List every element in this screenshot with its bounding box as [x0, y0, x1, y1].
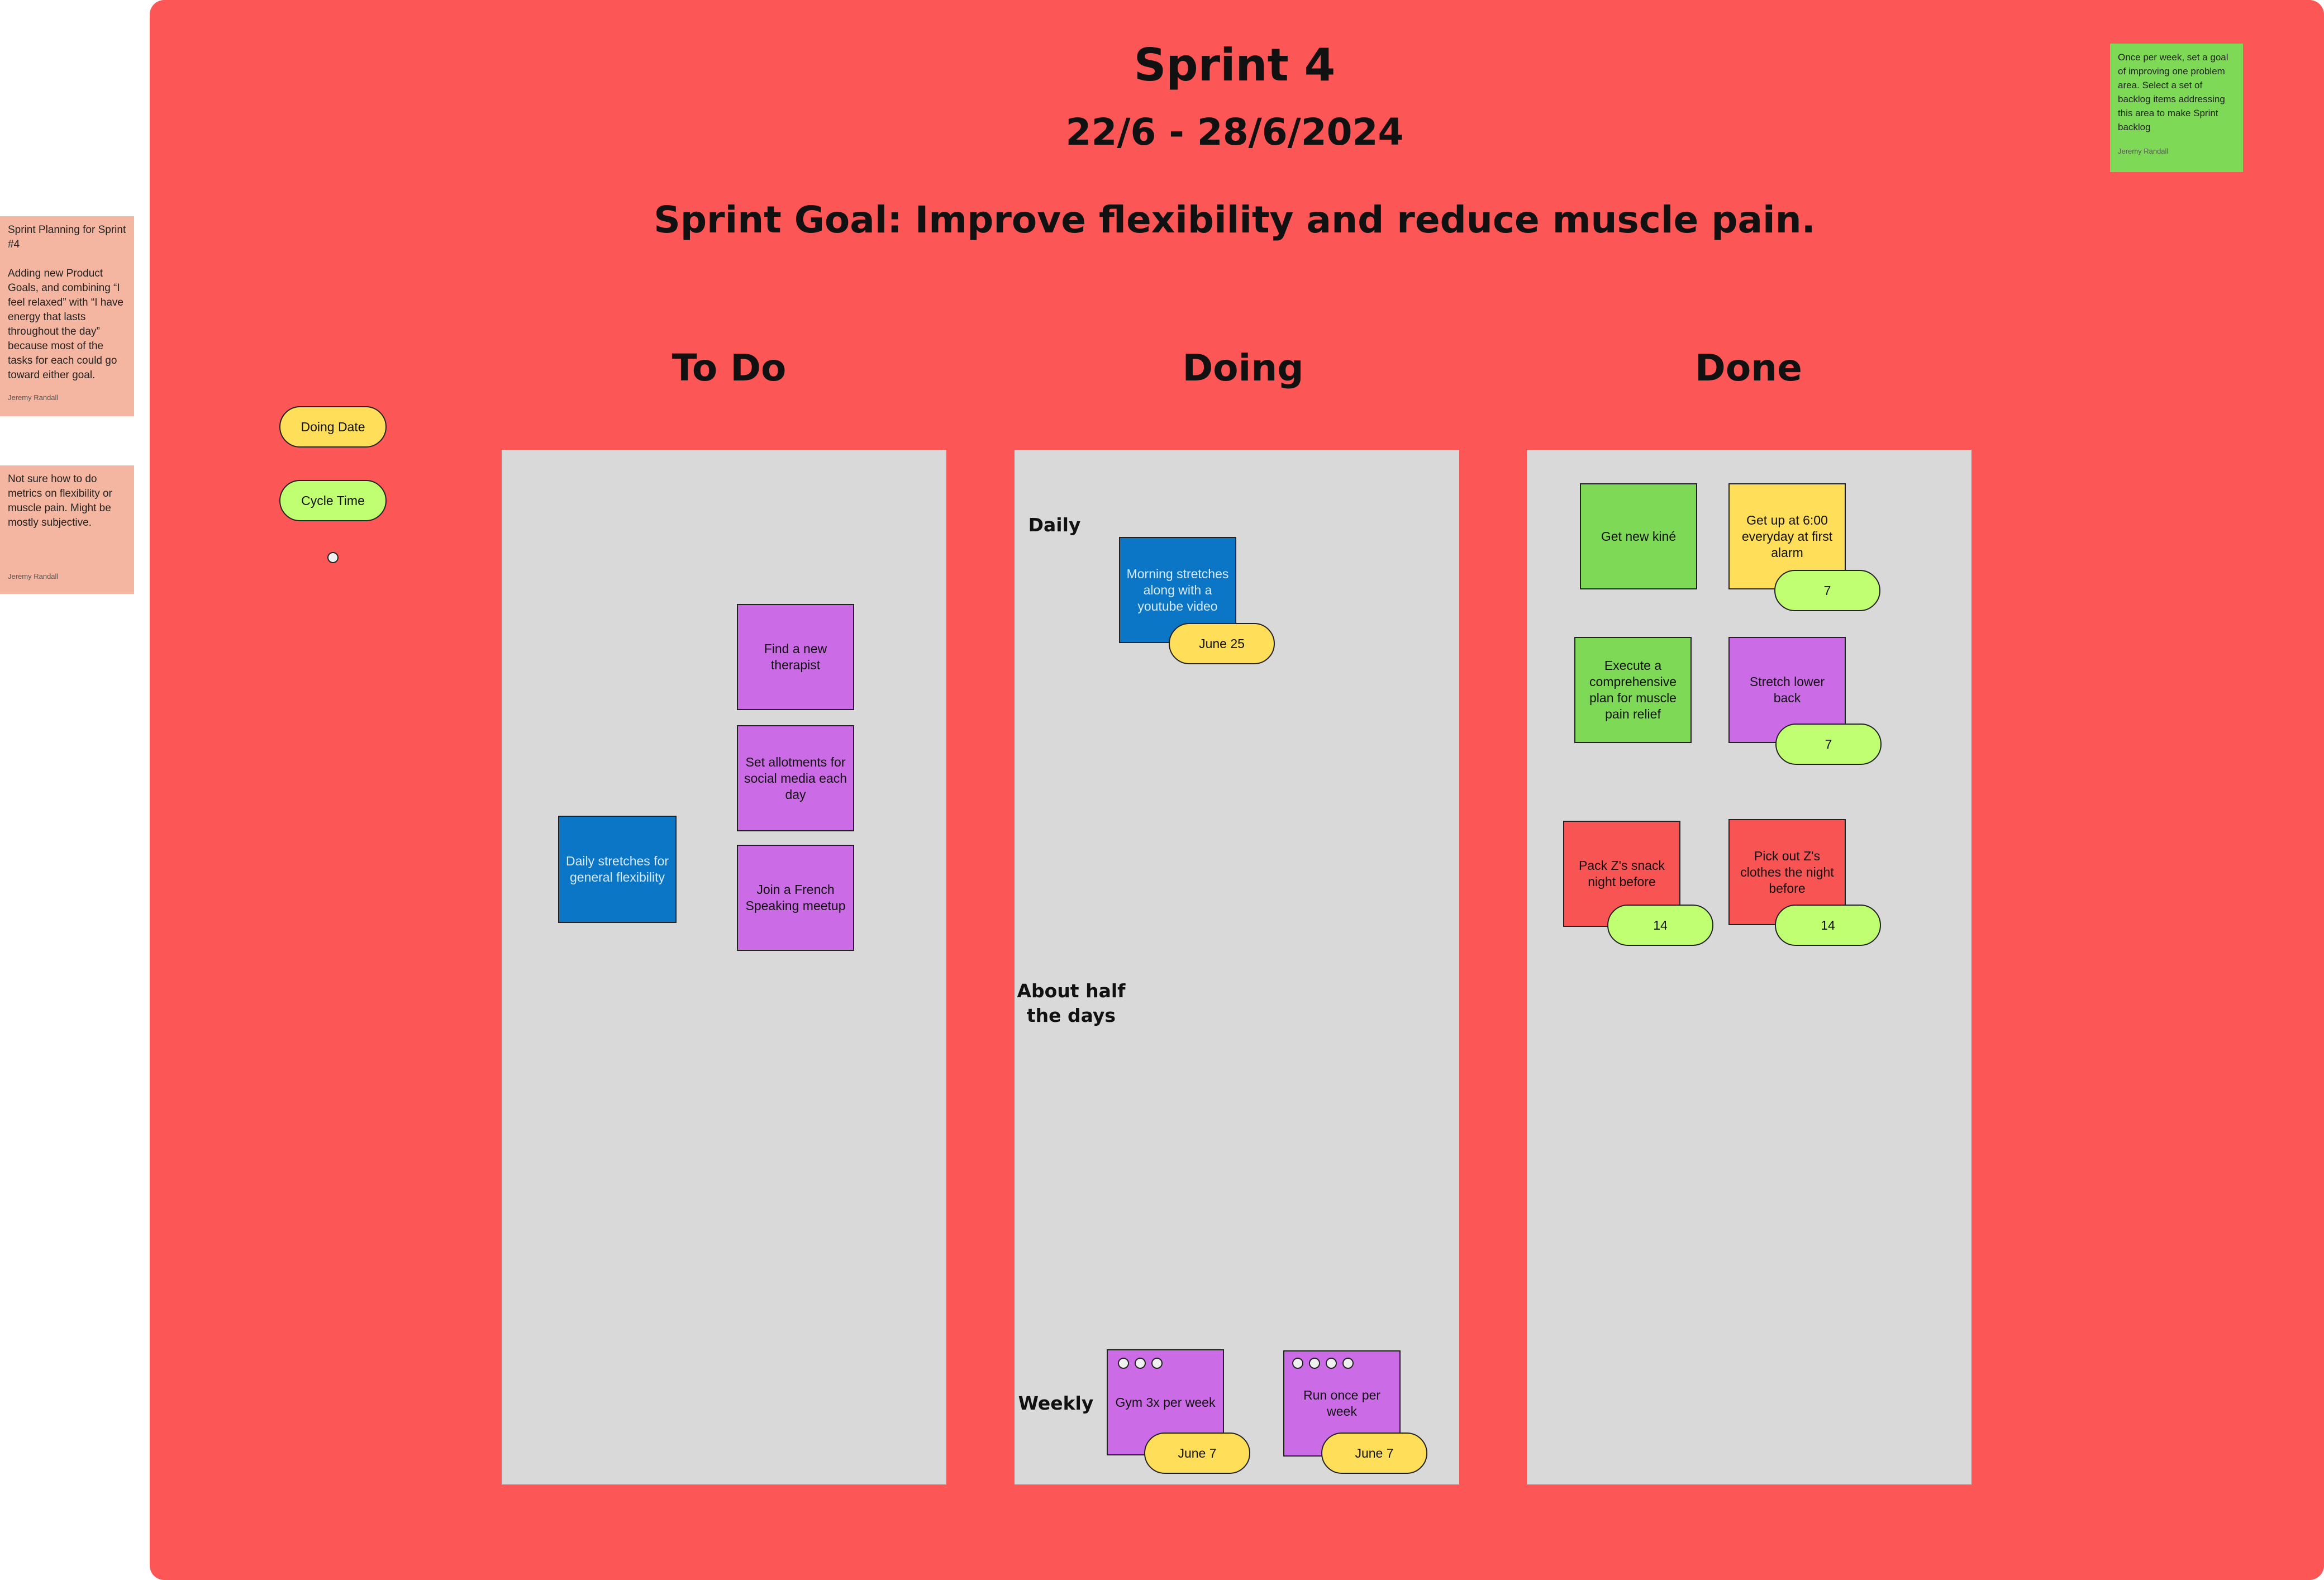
doing-section-half: About half the days — [1017, 980, 1126, 1026]
check-dot[interactable] — [1342, 1358, 1354, 1369]
todo-card-text: Daily stretches for general flexibility — [565, 854, 669, 884]
cycle-time-badge[interactable]: 14 — [1607, 905, 1713, 946]
column-header-todo: To Do — [672, 346, 787, 389]
weekly-goal-note-author: Jeremy Randall — [2118, 147, 2169, 155]
planning-note[interactable]: Sprint Planning for Sprint #4 Adding new… — [0, 216, 134, 416]
todo-card-text: Join a French Speaking meetup — [745, 882, 846, 913]
sprint-title: Sprint 4 — [1134, 39, 1336, 91]
done-card-text: Pack Z's snack night before — [1579, 858, 1665, 889]
column-header-done: Done — [1695, 346, 1802, 389]
check-dot[interactable] — [1151, 1358, 1163, 1369]
cycle-time-text: 14 — [1653, 917, 1668, 932]
todo-card[interactable]: Find a new therapist — [737, 604, 854, 710]
legend-doing-date[interactable]: Doing Date — [279, 406, 387, 448]
cycle-time-badge[interactable]: 14 — [1775, 905, 1881, 946]
legend-cycle-time-label: Cycle Time — [301, 493, 365, 508]
doing-date-badge[interactable]: June 7 — [1321, 1433, 1427, 1474]
doing-date-badge[interactable]: June 25 — [1169, 623, 1275, 664]
done-card-text: Stretch lower back — [1749, 674, 1825, 705]
check-dot[interactable] — [1118, 1358, 1129, 1369]
doing-card-text: Gym 3x per week — [1115, 1395, 1216, 1410]
metrics-note-author: Jeremy Randall — [8, 572, 59, 580]
check-dot[interactable] — [1135, 1358, 1146, 1369]
doing-section-weekly: Weekly — [1018, 1392, 1094, 1414]
done-card[interactable]: Get new kiné — [1580, 483, 1697, 589]
todo-card-text: Set allotments for social media each day — [744, 754, 847, 802]
done-column — [1527, 450, 1971, 1484]
metrics-note-text: Not sure how to do metrics on flexibilit… — [8, 473, 112, 529]
doing-card-text: Morning stretches along with a youtube v… — [1126, 566, 1229, 613]
doing-card[interactable]: Morning stretches along with a youtube v… — [1119, 537, 1236, 643]
doing-column — [1015, 450, 1459, 1484]
sprint-dates: 22/6 - 28/6/2024 — [1065, 111, 1404, 154]
doing-date-text: June 7 — [1178, 1445, 1217, 1460]
done-card-text: Get up at 6:00 everyday at first alarm — [1741, 512, 1833, 560]
column-header-doing: Doing — [1182, 346, 1304, 389]
todo-card[interactable]: Daily stretches for general flexibility — [558, 816, 677, 923]
check-dot[interactable] — [1309, 1358, 1320, 1369]
weekly-goal-note[interactable]: Once per week, set a goal of improving o… — [2110, 44, 2243, 172]
todo-column — [502, 450, 946, 1484]
legend-doing-date-label: Doing Date — [301, 419, 365, 434]
todo-card[interactable]: Set allotments for social media each day — [737, 725, 854, 831]
planning-note-author: Jeremy Randall — [8, 393, 59, 402]
doing-date-text: June 25 — [1199, 636, 1245, 651]
check-dot[interactable] — [1292, 1358, 1303, 1369]
doing-section-daily: Daily — [1028, 514, 1081, 536]
done-card-text: Execute a comprehensive plan for muscle … — [1589, 658, 1677, 721]
todo-card[interactable]: Join a French Speaking meetup — [737, 845, 854, 951]
cycle-time-text: 7 — [1825, 736, 1832, 751]
done-card[interactable]: Execute a comprehensive plan for muscle … — [1574, 637, 1692, 743]
cycle-time-text: 14 — [1821, 917, 1835, 932]
cycle-time-badge[interactable]: 7 — [1775, 724, 1882, 765]
cycle-time-text: 7 — [1823, 583, 1831, 598]
doing-card-text: Run once per week — [1303, 1388, 1381, 1419]
done-card-text: Get new kiné — [1601, 529, 1677, 544]
check-dot[interactable] — [1326, 1358, 1337, 1369]
doing-date-text: June 7 — [1355, 1445, 1394, 1460]
doing-date-badge[interactable]: June 7 — [1144, 1433, 1250, 1474]
metrics-note[interactable]: Not sure how to do metrics on flexibilit… — [0, 465, 134, 594]
weekly-goal-note-text: Once per week, set a goal of improving o… — [2118, 52, 2228, 132]
done-card-text: Pick out Z's clothes the night before — [1740, 848, 1834, 896]
planning-note-text: Sprint Planning for Sprint #4 Adding new… — [8, 224, 126, 381]
legend-check-dot[interactable] — [327, 552, 339, 563]
legend-cycle-time[interactable]: Cycle Time — [279, 480, 387, 521]
sprint-goal: Sprint Goal: Improve flexibility and red… — [654, 198, 1816, 241]
todo-card-text: Find a new therapist — [764, 641, 827, 672]
cycle-time-badge[interactable]: 7 — [1774, 570, 1880, 611]
